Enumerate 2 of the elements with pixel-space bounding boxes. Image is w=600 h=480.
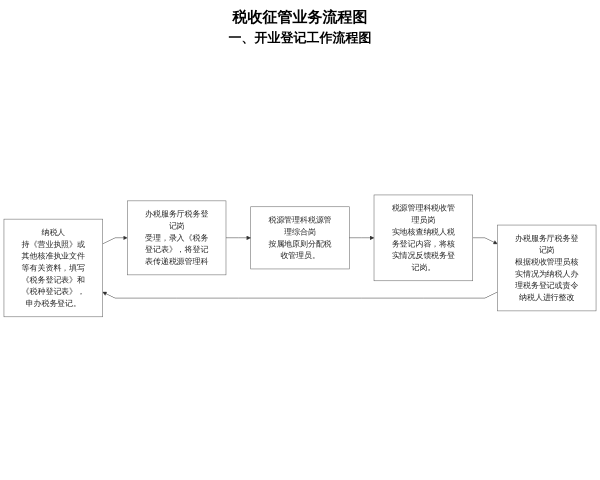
diagram-title: 税收征管业务流程图 [231,8,368,27]
diagram-subtitle: 一、开业登记工作流程图 [228,30,372,47]
